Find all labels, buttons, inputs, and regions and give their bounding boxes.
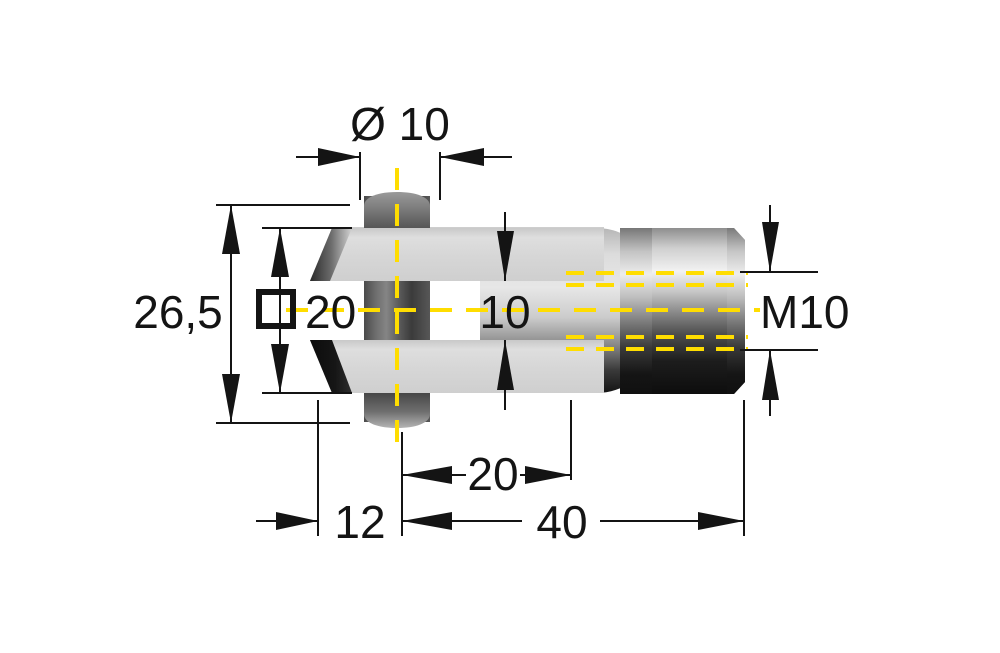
lower-arm-front [310, 340, 604, 393]
dimension-gap-10: 10 [479, 212, 531, 410]
dim-label-gap-10: 10 [479, 286, 530, 338]
arrow-20-left [402, 466, 452, 484]
square-symbol-icon [256, 289, 296, 329]
dimension-height-26-5: 26,5 [133, 204, 350, 424]
arrow-gap10-top [497, 231, 514, 281]
clevis-pin-cap-bottom [364, 392, 430, 428]
arrow-20-right [525, 466, 571, 484]
dim-label-length-12: 12 [334, 496, 385, 548]
arrow-sq20-top [271, 228, 289, 277]
arrow-m10-top [762, 222, 779, 272]
dimension-square-20: 20 [256, 227, 356, 394]
arrow-gap10-bottom [497, 340, 514, 390]
arrow-265-top [222, 205, 240, 254]
arrow-12-left [276, 512, 318, 530]
upper-arm-front [310, 228, 604, 281]
dim-label-thread-m10: M10 [760, 286, 849, 338]
dim-label-diameter-10: Ø 10 [350, 98, 450, 150]
upper-arm-taper-front [310, 228, 352, 281]
dimension-length-20: 20 [402, 448, 571, 500]
part-geometry [310, 192, 745, 428]
dim-label-length-20: 20 [467, 448, 518, 500]
bottom-extension-lines [317, 400, 745, 536]
dimension-length-40: 40 [402, 496, 744, 548]
arrow-d10-right [440, 148, 484, 166]
dimension-lines: Ø 10 26,5 20 [133, 98, 849, 548]
arrow-265-bottom [222, 374, 240, 423]
arrow-sq20-bottom [271, 344, 289, 393]
arrow-m10-bottom [762, 350, 779, 400]
dimension-length-12: 12 [256, 496, 386, 548]
dim-label-square-20: 20 [305, 286, 356, 338]
dim-label-length-40: 40 [536, 496, 587, 548]
dimension-thread-m10: M10 [740, 205, 849, 416]
arrow-d10-left [318, 148, 360, 166]
lower-arm-taper-front [310, 340, 352, 393]
dimension-diameter-10: Ø 10 [296, 98, 512, 200]
centerlines [286, 168, 760, 452]
arrow-40-right [698, 512, 744, 530]
arrow-40-left [402, 512, 452, 530]
dim-label-height-26-5: 26,5 [133, 286, 223, 338]
